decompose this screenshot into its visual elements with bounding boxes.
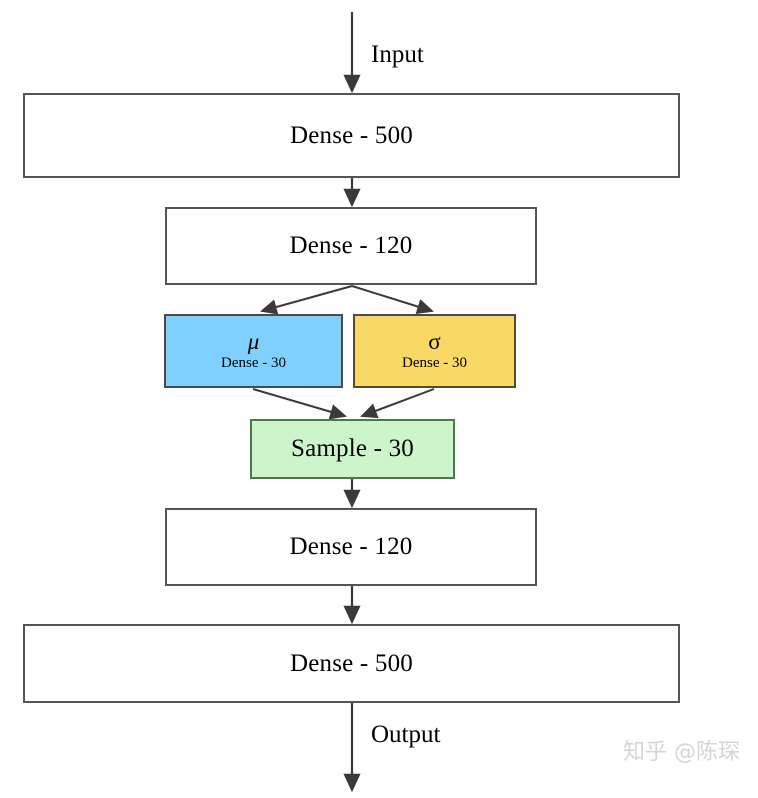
node-decoder-dense-500[interactable]: Dense - 500 (23, 624, 680, 703)
node-label: Dense - 500 (289, 649, 413, 677)
edge-encoder120-to-sigma (351, 285, 434, 315)
node-label: Sample - 30 (290, 435, 414, 463)
mu-symbol: μ (247, 329, 260, 355)
watermark: 知乎 @陈琛 (623, 740, 740, 765)
node-decoder-dense-120[interactable]: Dense - 120 (165, 508, 537, 586)
node-label: Dense - 120 (289, 232, 413, 260)
node-sample[interactable]: Sample - 30 (250, 419, 455, 479)
node-label: Dense - 30 (221, 355, 286, 372)
node-latent-sigma[interactable]: σ Dense - 30 (353, 314, 516, 388)
node-encoder-dense-500[interactable]: Dense - 500 (23, 93, 680, 178)
edge-sigma-to-sample (360, 388, 435, 419)
node-label: Dense - 30 (402, 355, 467, 372)
output-label: Output (371, 721, 441, 748)
node-label: Dense - 500 (289, 121, 413, 149)
edge-encoder120-to-mu (260, 285, 353, 315)
edge-mu-to-sample (252, 388, 347, 420)
node-label: Dense - 120 (289, 533, 413, 561)
input-label: Input (371, 41, 424, 68)
node-latent-mu[interactable]: μ Dense - 30 (164, 314, 343, 388)
sigma-symbol: σ (428, 329, 441, 355)
node-encoder-dense-120[interactable]: Dense - 120 (165, 207, 537, 285)
